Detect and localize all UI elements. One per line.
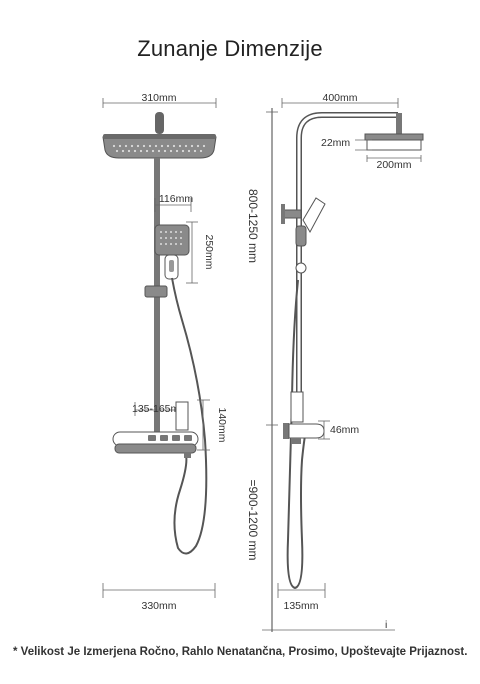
slide-bracket-front <box>144 285 168 298</box>
hose-front <box>171 277 208 555</box>
page-title: Zunanje Dimenzije <box>137 36 323 61</box>
side-view: 400mm 22mm 200mm <box>277 92 424 612</box>
label-head-width-side: 200mm <box>376 159 411 171</box>
label-shelf-depth-side: 135mm <box>283 600 318 612</box>
front-view: 310mm 116mm <box>102 92 228 612</box>
label-shelf-thickness: 46mm <box>330 424 359 436</box>
dimension-head-width-front: 310mm <box>102 92 217 108</box>
dimension-handheld-height: 250mm <box>186 221 215 284</box>
label-shelf-height: 140mm <box>216 407 228 442</box>
handheld-shower-side <box>295 197 326 274</box>
label-head-width-front: 310mm <box>141 92 176 104</box>
wall-line: 800-1250 mm =900-1200 mm i <box>246 108 395 632</box>
label-total-height-lower: =900-1200 mm <box>246 479 260 560</box>
handheld-shower-front <box>154 224 190 280</box>
dimension-shelf-width-front: 330mm <box>102 583 216 612</box>
label-shelf-width-front: 330mm <box>141 600 176 612</box>
rain-shower-head-front <box>102 112 217 159</box>
corner-mark: i <box>385 619 387 631</box>
mixer-body-front <box>175 401 189 431</box>
dimension-head-width-side: 200mm <box>366 155 422 171</box>
label-arm-length-side: 400mm <box>322 92 357 104</box>
wall-bracket-upper <box>282 209 302 219</box>
dimension-head-thickness: 22mm <box>321 137 372 151</box>
label-adjustable-spacing: 135-165mm <box>132 403 188 415</box>
label-handheld-width: 116mm <box>159 193 193 205</box>
thermostat-shelf-front <box>112 431 199 458</box>
rain-shower-head-side <box>364 133 424 151</box>
dimension-arm-length-side: 400mm <box>281 92 399 108</box>
label-total-height-upper: 800-1250 mm <box>246 189 260 263</box>
dimension-shelf-height: 140mm <box>197 399 228 451</box>
label-head-thickness: 22mm <box>321 137 350 149</box>
dimension-shelf-thickness: 46mm <box>318 420 359 440</box>
dimension-shelf-depth-side: 135mm <box>277 583 326 612</box>
mixer-body-side <box>290 391 304 423</box>
dimension-handheld-width: 116mm <box>154 193 193 212</box>
label-handheld-height: 250mm <box>203 234 215 269</box>
footnote: * Velikost Je Izmerjena Ročno, Rahlo Nen… <box>13 646 468 658</box>
